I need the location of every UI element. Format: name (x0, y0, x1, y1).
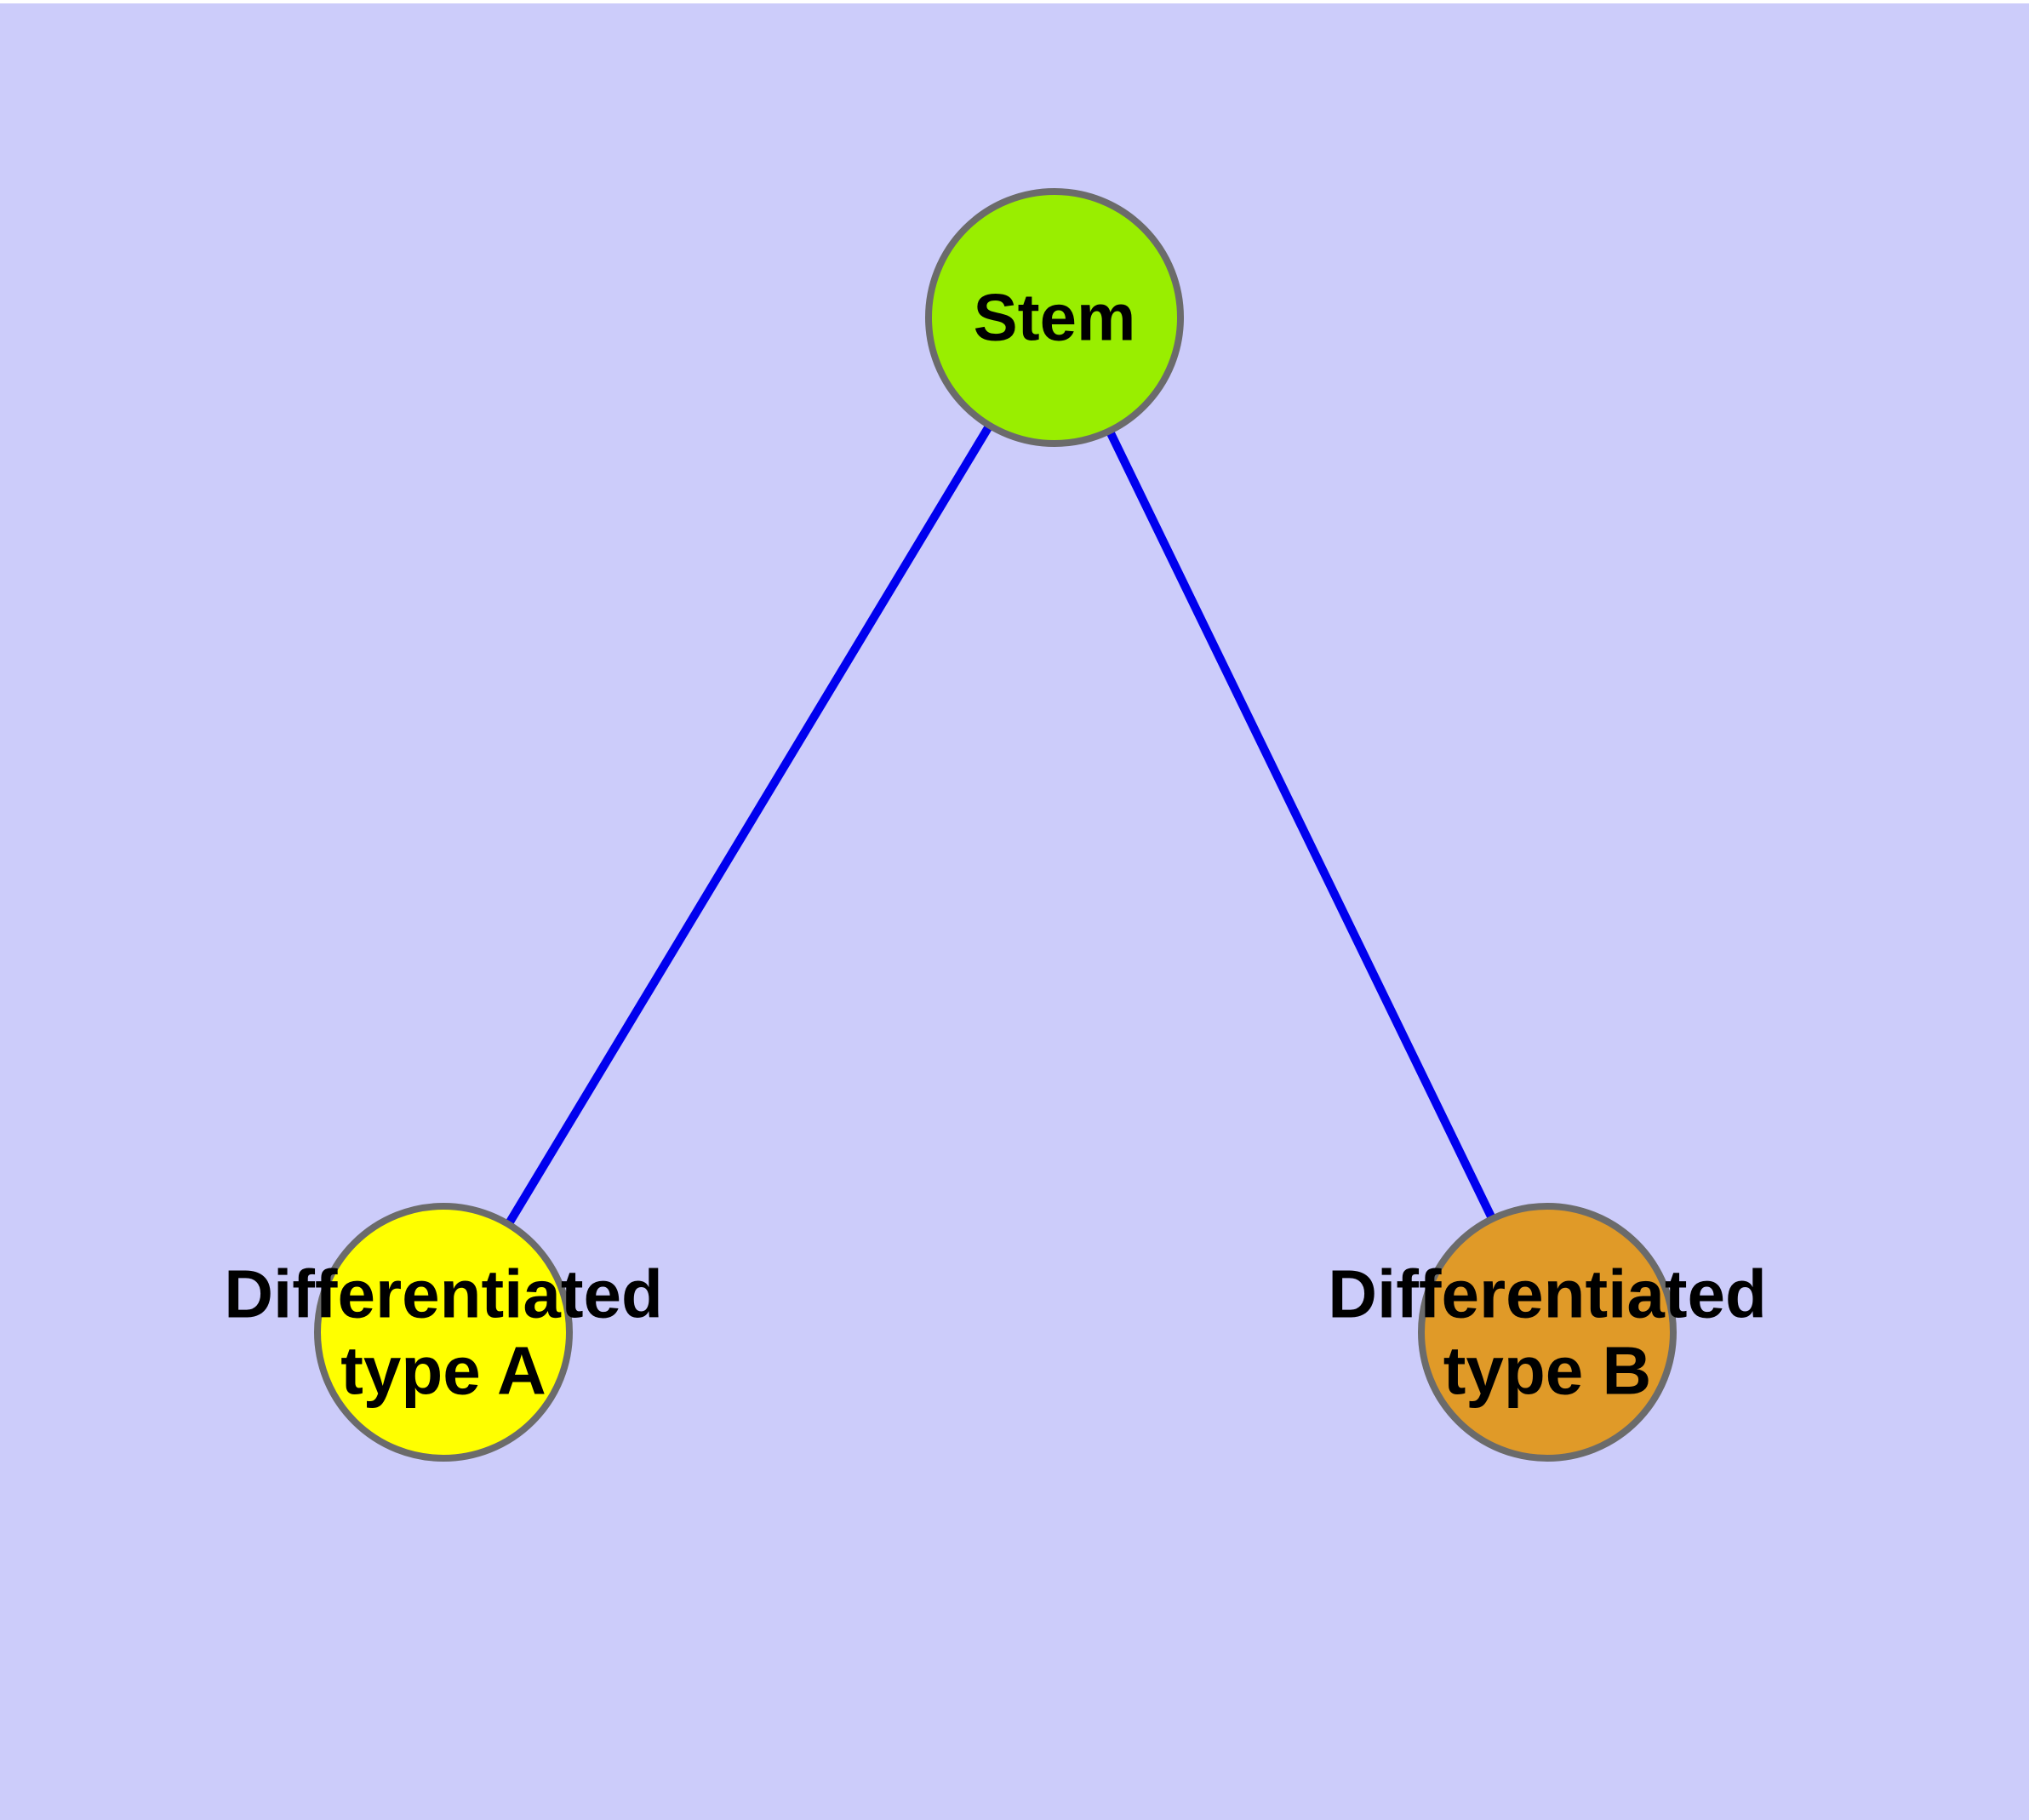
graph-node-diff_b[interactable] (1418, 1203, 1677, 1462)
graph-edge-stem-diff_b[interactable] (1105, 427, 1497, 1222)
graph-edge-stem-diff_a[interactable] (504, 421, 994, 1228)
nodes-layer (314, 188, 1677, 1462)
edges-layer (504, 421, 1497, 1228)
graph-node-stem[interactable] (925, 188, 1184, 447)
graph-node-diff_a[interactable] (314, 1203, 573, 1462)
